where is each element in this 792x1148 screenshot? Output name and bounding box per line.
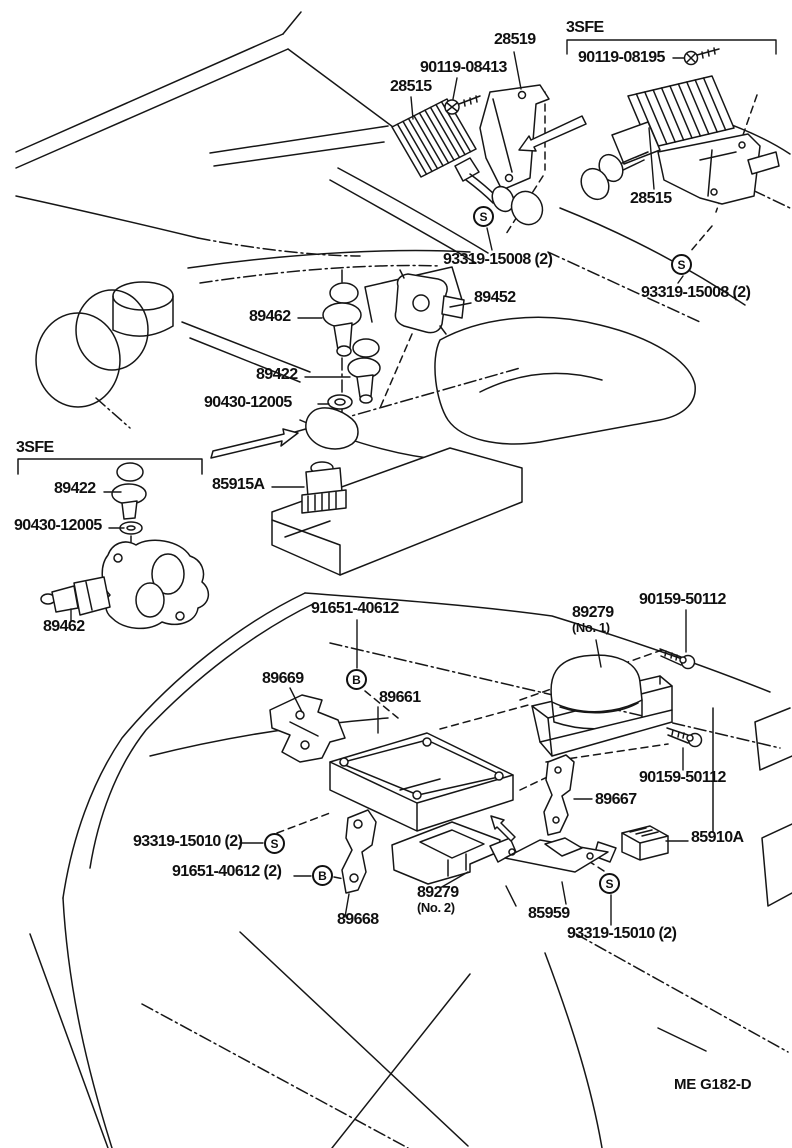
- label-89462-top: 89462: [249, 308, 291, 325]
- bolt-symbol-b1: B: [346, 669, 367, 690]
- label-89667: 89667: [595, 791, 637, 808]
- label-90119-08413: 90119-08413: [420, 59, 507, 76]
- label-91651-40612-2: 91651-40612 (2): [172, 863, 282, 880]
- igniter-assembly-left: [391, 84, 550, 226]
- sensor-89452: [394, 269, 465, 335]
- bracket-89667: [543, 754, 575, 836]
- label-89279-no1-sub: (No. 1): [572, 620, 610, 635]
- label-89452: 89452: [474, 289, 516, 306]
- label-89279-no1: 89279 (No. 1): [572, 604, 614, 634]
- label-89661: 89661: [379, 689, 421, 706]
- label-89279-no2: 89279 (No. 2): [417, 884, 459, 914]
- sensor-89422-mid: [347, 338, 381, 404]
- sensor-89462-top: [322, 282, 362, 357]
- sensor-plate-85959: [489, 837, 617, 873]
- label-89279-no1-number: 89279: [572, 604, 614, 621]
- label-28519: 28519: [494, 31, 536, 48]
- label-93319-15008-right: 93319-15008 (2): [641, 284, 751, 301]
- gasket-90430-mid: [305, 394, 359, 450]
- label-93319-15010-left: 93319-15010 (2): [133, 833, 243, 850]
- label-89668: 89668: [337, 911, 379, 928]
- label-3sfe-left: 3SFE: [16, 439, 54, 456]
- label-28515-left: 28515: [390, 78, 432, 95]
- engine-block-85915a: [271, 447, 523, 576]
- bracket-89668: [341, 809, 377, 894]
- label-93319-15010-right: 93319-15010 (2): [567, 925, 677, 942]
- label-3sfe-top: 3SFE: [566, 19, 604, 36]
- label-28515-right: 28515: [630, 190, 672, 207]
- screw-symbol-s2: S: [671, 254, 692, 275]
- label-90159-bottom: 90159-50112: [639, 769, 726, 786]
- screw-symbol-s3: S: [264, 833, 285, 854]
- label-85910a: 85910A: [691, 829, 744, 846]
- leader-lines: [70, 39, 777, 926]
- label-90119-08195: 90119-08195: [578, 49, 665, 66]
- cover-89279-no1: [531, 654, 673, 757]
- label-89279-no2-number: 89279: [417, 884, 459, 901]
- label-89279-no2-sub: (No. 2): [417, 900, 455, 915]
- screw-90159-top: [659, 648, 696, 670]
- label-89669: 89669: [262, 670, 304, 687]
- screw-symbol-s1: S: [473, 206, 494, 227]
- sfe-left-parts: [17, 458, 210, 630]
- relay-85910a: [621, 825, 669, 861]
- label-85915a: 85915A: [212, 476, 265, 493]
- label-91651-40612: 91651-40612: [311, 600, 399, 617]
- body-outline-top: [15, 11, 791, 429]
- label-93319-15008-left: 93319-15008 (2): [443, 251, 553, 268]
- label-90430-mid: 90430-12005: [204, 394, 292, 411]
- label-89462-left: 89462: [43, 618, 85, 635]
- label-90430-left: 90430-12005: [14, 517, 102, 534]
- view-arrows: [210, 115, 587, 842]
- label-85959: 85959: [528, 905, 570, 922]
- label-89422-left: 89422: [54, 480, 96, 497]
- bolt-symbol-b2: B: [312, 865, 333, 886]
- screw-symbol-s4: S: [599, 873, 620, 894]
- igniter-assembly-right: [580, 47, 780, 205]
- bracket-89669: [269, 694, 346, 763]
- plate-89279-no2: [391, 821, 501, 885]
- label-90159-top: 90159-50112: [639, 591, 726, 608]
- ecu-89661: [329, 732, 514, 832]
- label-89422-mid: 89422: [256, 366, 298, 383]
- figure-code: ME G182-D: [674, 1076, 752, 1093]
- screw-90159-bottom: [666, 727, 703, 748]
